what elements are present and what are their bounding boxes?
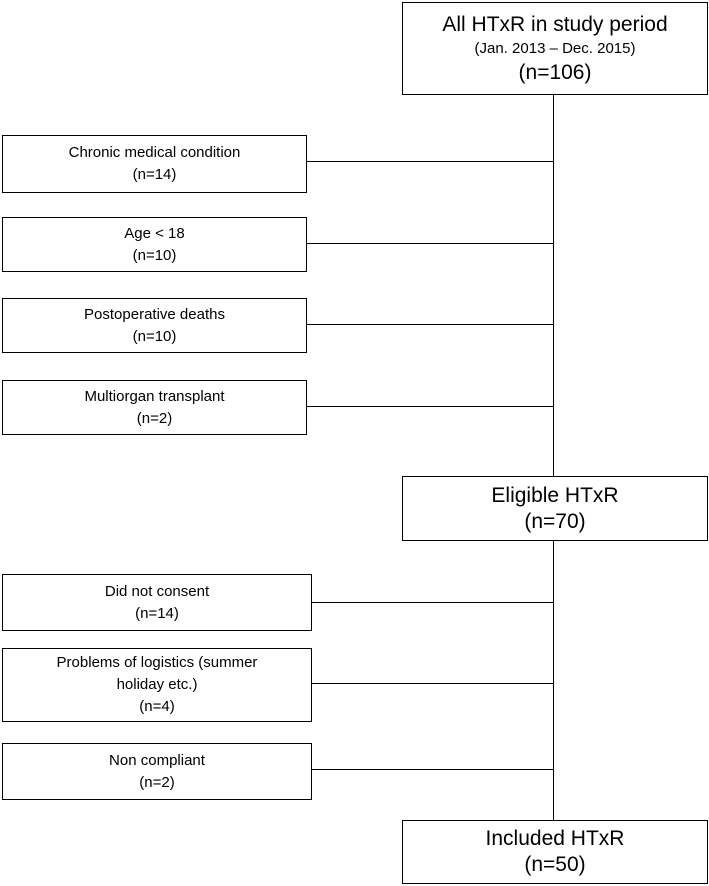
exclusion-count: (n=2) (136, 409, 173, 427)
exclusion-chronic-box: Chronic medical condition (n=14) (2, 135, 307, 193)
main-flow-line-top (553, 94, 554, 476)
exclusion-count: (n=2) (139, 773, 175, 791)
exclusion-label-continued: holiday etc.) (116, 676, 198, 693)
connector-chronic (306, 161, 553, 162)
all-htxr-box: All HTxR in study period (Jan. 2013 – De… (402, 2, 708, 95)
all-htxr-period: (Jan. 2013 – Dec. 2015) (474, 39, 636, 57)
exclusion-count: (n=14) (135, 604, 179, 622)
connector-age (306, 243, 553, 244)
exclusion-label: Postoperative deaths (84, 305, 225, 323)
exclusion-label: Multiorgan transplant (84, 387, 225, 405)
exclusion-count: (n=10) (132, 327, 177, 345)
exclusion-postop-box: Postoperative deaths (n=10) (2, 298, 307, 353)
exclusion-count: (n=14) (132, 166, 177, 183)
eligible-htxr-count: (n=70) (524, 509, 586, 533)
exclusion-label: Age < 18 (124, 224, 185, 242)
all-htxr-count: (n=106) (518, 60, 592, 84)
exclusion-multiorgan-box: Multiorgan transplant (n=2) (2, 380, 307, 435)
exclusion-label: Chronic medical condition (68, 144, 241, 161)
exclusion-logistics-box: Problems of logistics (summer holiday et… (2, 648, 312, 722)
exclusion-label: Non compliant (109, 751, 205, 769)
exclusion-count: (n=4) (139, 698, 175, 715)
connector-postop (306, 324, 553, 325)
exclusion-count: (n=10) (132, 246, 177, 264)
eligible-htxr-box: Eligible HTxR (n=70) (402, 476, 708, 541)
exclusion-noncompliant-box: Non compliant (n=2) (2, 743, 312, 800)
exclusion-label: Did not consent (104, 582, 210, 600)
connector-multiorgan (306, 406, 553, 407)
exclusion-age-box: Age < 18 (n=10) (2, 217, 307, 272)
exclusion-label: Problems of logistics (summer (56, 654, 258, 671)
included-htxr-count: (n=50) (524, 853, 586, 876)
connector-logistics (311, 683, 553, 684)
included-htxr-title: Included HTxR (485, 827, 625, 850)
all-htxr-title: All HTxR in study period (442, 12, 668, 36)
connector-noncompliant (311, 769, 553, 770)
main-flow-line-bottom (553, 541, 554, 820)
connector-consent (311, 602, 553, 603)
exclusion-consent-box: Did not consent (n=14) (2, 574, 312, 631)
eligible-htxr-title: Eligible HTxR (491, 483, 619, 507)
included-htxr-box: Included HTxR (n=50) (402, 820, 708, 884)
